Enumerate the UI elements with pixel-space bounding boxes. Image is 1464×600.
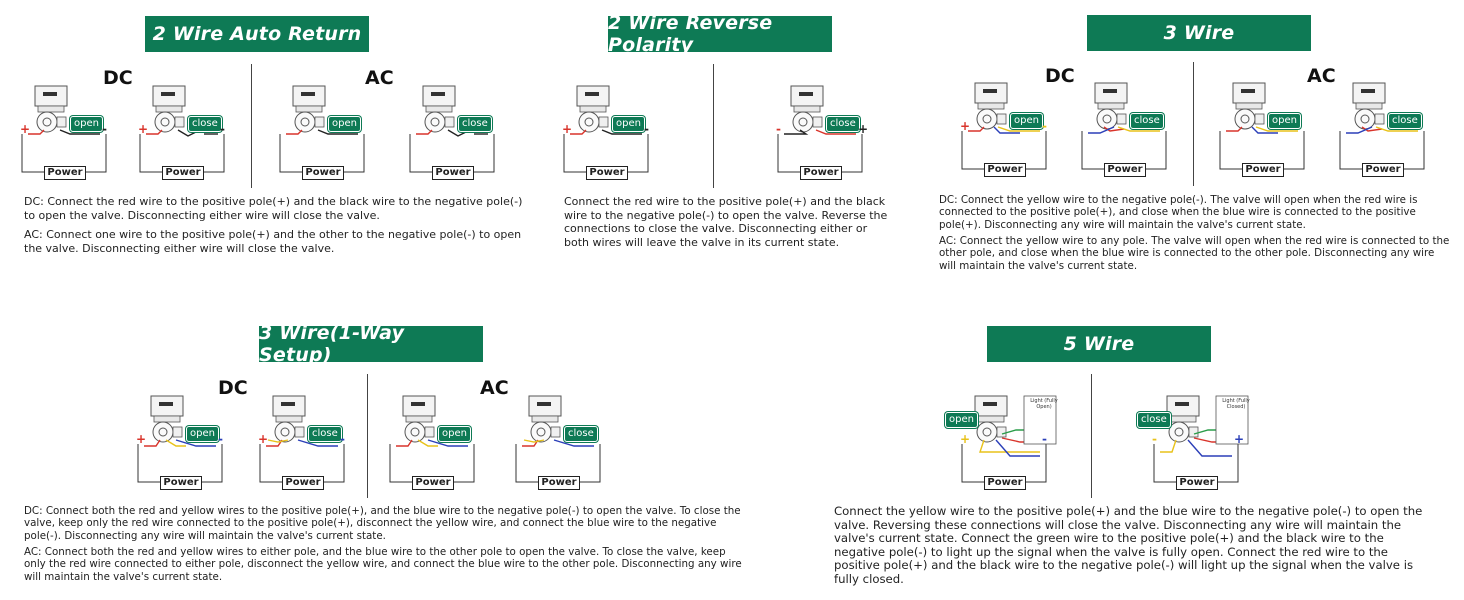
open-badge: open	[438, 426, 471, 442]
banner-2-wire-auto-return: 2 Wire Auto Return	[145, 16, 369, 52]
close-badge: close	[308, 426, 342, 442]
light-label: Light (Fully Closed)	[1222, 398, 1250, 410]
open-badge: open	[186, 426, 219, 442]
description-dc: DC: Connect the red wire to the positive…	[24, 195, 523, 222]
divider-auto-return	[251, 64, 252, 188]
banner-2-wire-reverse-polarity: 2 Wire Reverse Polarity	[608, 12, 832, 56]
positive-pole-mark: +	[136, 432, 147, 446]
power-label: Power	[1104, 163, 1146, 177]
negative-pole-mark: -	[644, 122, 649, 136]
power-label: Power	[538, 476, 580, 490]
power-label: Power	[432, 166, 474, 180]
positive-pole-mark: +	[858, 122, 869, 136]
negative-pole-mark: -	[1042, 119, 1047, 133]
close-badge: close	[188, 116, 222, 132]
negative-pole-mark: -	[1152, 432, 1157, 446]
power-label: Power	[984, 476, 1026, 490]
power-label: Power	[800, 166, 842, 180]
open-badge: open	[612, 116, 645, 132]
close-badge: close	[1388, 113, 1422, 129]
negative-pole-mark: -	[340, 432, 345, 446]
negative-pole-mark: -	[1042, 432, 1047, 446]
light-label: Light (Fully Open)	[1030, 398, 1058, 410]
description-5-wire: Connect the yellow wire to the positive …	[834, 504, 1423, 586]
negative-pole-mark: -	[220, 122, 225, 136]
power-label: Power	[1362, 163, 1404, 177]
divider-3-wire	[1193, 62, 1194, 186]
power-label: Power	[1242, 163, 1284, 177]
open-badge: open	[1010, 113, 1043, 129]
close-badge: close	[564, 426, 598, 442]
description-ac: AC: Connect both the red and yellow wire…	[24, 546, 742, 583]
power-label: Power	[412, 476, 454, 490]
positive-pole-mark: +	[562, 122, 573, 136]
open-badge: open	[70, 116, 103, 132]
negative-pole-mark: -	[776, 122, 781, 136]
open-badge: open	[945, 412, 978, 428]
positive-pole-mark: +	[960, 119, 971, 133]
divider-reverse-polarity	[713, 64, 714, 188]
banner-3-wire: 3 Wire	[1087, 15, 1311, 51]
label-dc: DC	[1045, 65, 1075, 87]
banner-3-wire-1-way: 3 Wire(1-Way Setup)	[259, 322, 483, 366]
positive-pole-mark: +	[20, 122, 31, 136]
divider-5-wire	[1091, 374, 1092, 498]
power-label: Power	[282, 476, 324, 490]
close-badge: close	[1137, 412, 1171, 428]
close-badge: close	[1130, 113, 1164, 129]
description-ac: AC: Connect one wire to the positive pol…	[24, 228, 522, 255]
close-badge: close	[458, 116, 492, 132]
positive-pole-mark: +	[258, 432, 269, 446]
description-dc: DC: Connect the yellow wire to the negat…	[939, 194, 1418, 231]
power-label: Power	[586, 166, 628, 180]
positive-pole-mark: +	[960, 432, 971, 446]
banner-5-wire: 5 Wire	[987, 326, 1211, 362]
label-dc: DC	[218, 377, 248, 399]
description-reverse-polarity: Connect the red wire to the positive pol…	[564, 195, 888, 249]
label-ac: AC	[365, 67, 394, 89]
power-label: Power	[1176, 476, 1218, 490]
power-label: Power	[302, 166, 344, 180]
negative-pole-mark: -	[218, 432, 223, 446]
description-dc: DC: Connect both the red and yellow wire…	[24, 505, 741, 542]
close-badge: close	[826, 116, 860, 132]
negative-pole-mark: -	[102, 122, 107, 136]
description-ac: AC: Connect the yellow wire to any pole.…	[939, 235, 1450, 272]
label-ac: AC	[480, 377, 509, 399]
power-label: Power	[162, 166, 204, 180]
open-badge: open	[1268, 113, 1301, 129]
power-label: Power	[44, 166, 86, 180]
divider-3-wire-1-way	[367, 374, 368, 498]
open-badge: open	[328, 116, 361, 132]
label-dc: DC	[103, 67, 133, 89]
positive-pole-mark: +	[138, 122, 149, 136]
power-label: Power	[160, 476, 202, 490]
positive-pole-mark: +	[1234, 432, 1245, 446]
label-ac: AC	[1307, 65, 1336, 87]
power-label: Power	[984, 163, 1026, 177]
